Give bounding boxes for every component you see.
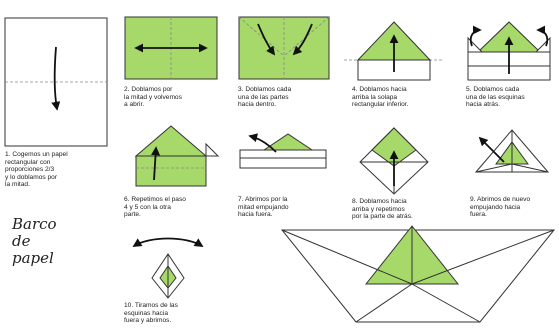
step-8-caption: 8. Doblamos hacia arriba y repetimos por… — [352, 198, 413, 221]
step-9-figure — [474, 129, 550, 173]
finished-boat-figure — [280, 225, 556, 323]
step-7-figure — [239, 133, 327, 169]
step-7-caption: 7. Abrimos por la mitad empujando hacia … — [238, 196, 289, 219]
step-5-caption: 5. Doblamos cada una de las esquinas hac… — [466, 86, 525, 109]
step-2-caption: 2. Doblamos por la mitad y volvemos a ab… — [124, 86, 182, 109]
step-4-figure — [344, 21, 444, 81]
step-1-figure — [4, 17, 108, 147]
step-6-figure — [134, 125, 220, 187]
step-3-figure — [238, 16, 330, 80]
step-4-caption: 4. Doblamos hacia arriba la solapa recta… — [352, 86, 409, 109]
step-9-caption: 9. Abrimos de nuevo empujando hacia fuer… — [470, 196, 531, 219]
step-10-caption: 10. Tiramos de las esquinas hacia fuera … — [124, 302, 178, 325]
step-10-figure — [132, 237, 204, 299]
page-title: Barco de papel — [12, 215, 57, 267]
step-5-figure — [467, 21, 551, 81]
step-2-figure — [124, 16, 218, 80]
step-6-caption: 6. Repetimos el paso 4 y 5 con la otra p… — [124, 196, 186, 219]
step-1-caption: 1. Cogemos un papel rectangular con prop… — [5, 151, 68, 189]
step-3-caption: 3. Doblamos cada una de las partes hacia… — [238, 86, 292, 109]
step-8-figure — [359, 127, 429, 195]
